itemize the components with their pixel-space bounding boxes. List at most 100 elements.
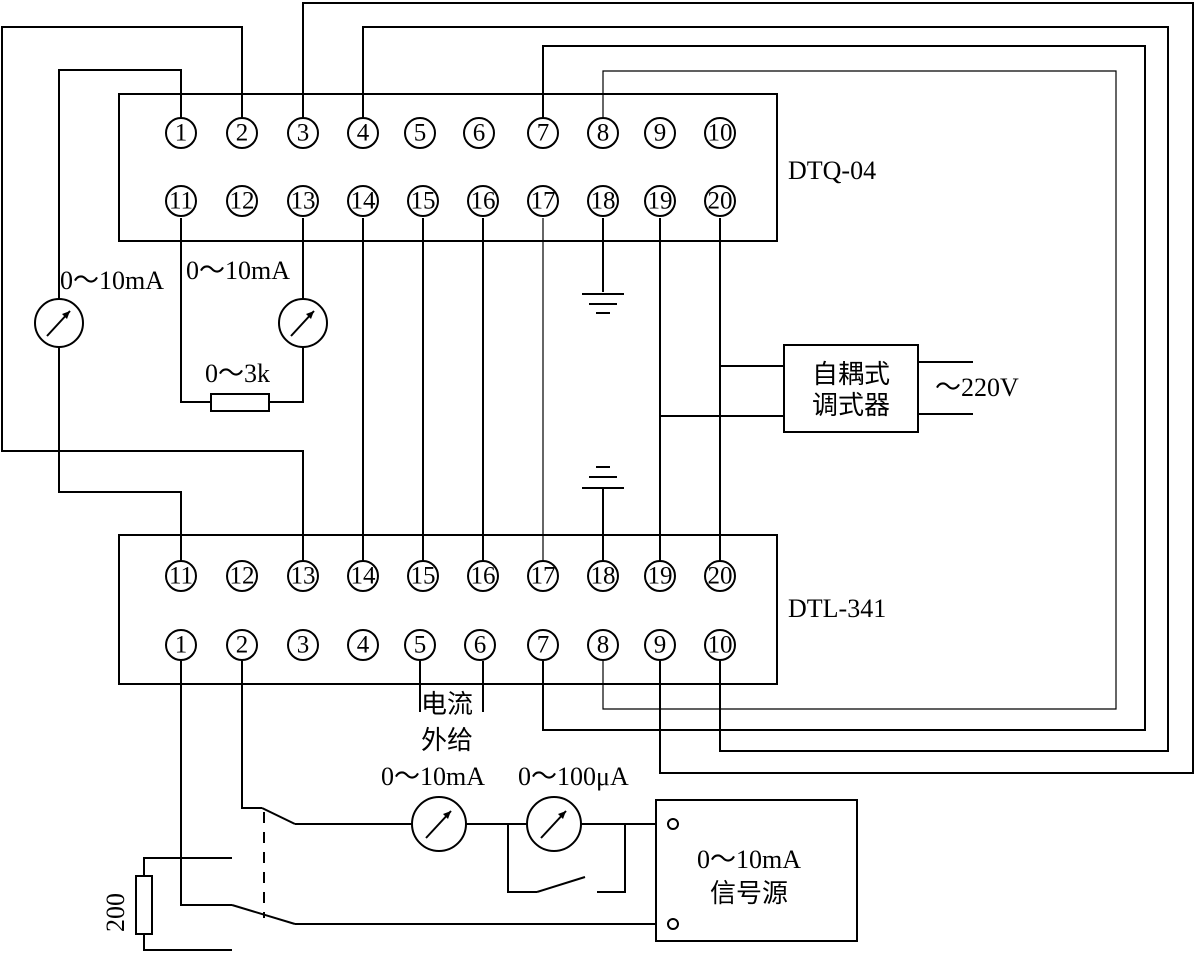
terminal-upper-16: 16 — [467, 185, 499, 217]
ground-icon-lower — [582, 466, 624, 489]
svg-text:8: 8 — [597, 632, 610, 659]
signal-source-box — [655, 799, 858, 942]
wire-bypass-right — [597, 824, 626, 893]
svg-text:19: 19 — [648, 563, 673, 590]
svg-text:10: 10 — [708, 120, 733, 147]
resistor-200-label: 200 — [101, 893, 130, 932]
wire-upper8-lower8 — [602, 70, 1117, 710]
svg-text:2: 2 — [236, 120, 249, 147]
svg-text:5: 5 — [414, 120, 427, 147]
terminal-upper-18: 18 — [587, 185, 619, 217]
terminal-upper-11: 11 — [165, 185, 197, 217]
terminal-lower-9: 9 — [644, 629, 676, 661]
wire-left-meter-lower11 — [58, 346, 182, 561]
ground-icon-upper — [582, 293, 624, 314]
relay-dtq04-name: DTQ-04 — [788, 156, 876, 185]
terminal-lower-20: 20 — [704, 560, 736, 592]
terminal-upper-20: 20 — [704, 185, 736, 217]
svg-text:4: 4 — [357, 120, 370, 147]
wire-upper3-lower9 — [302, 2, 1194, 774]
meter-mid-range: 0～10mA — [186, 256, 290, 285]
svg-text:11: 11 — [169, 188, 193, 215]
wire-resistor200-bottom — [143, 934, 232, 951]
relay-dtq04-box — [118, 93, 778, 242]
svg-text:15: 15 — [411, 563, 436, 590]
relay-dtl341-box — [118, 534, 778, 685]
terminal-upper-5: 5 — [404, 117, 436, 149]
svg-text:19: 19 — [648, 188, 673, 215]
svg-text:20: 20 — [708, 563, 733, 590]
ammeter-icon-left — [34, 298, 84, 348]
upper-terminals-row2: 11 12 13 14 15 16 17 18 19 20 — [165, 185, 736, 217]
terminal-upper-19: 19 — [644, 185, 676, 217]
wire-lower2-switch — [241, 661, 262, 809]
svg-text:3: 3 — [297, 632, 310, 659]
ammeter-icon-bottom-1 — [411, 796, 467, 852]
svg-text:17: 17 — [531, 563, 556, 590]
lower-terminals-row1: 11 12 13 14 15 16 17 18 19 20 — [165, 560, 736, 592]
terminal-upper-8: 8 — [587, 117, 619, 149]
relay-dtl341-name: DTL-341 — [788, 594, 886, 623]
terminal-lower-12: 12 — [226, 560, 258, 592]
svg-text:6: 6 — [473, 120, 486, 147]
svg-text:7: 7 — [537, 632, 550, 659]
current-external-line2: 外给 — [421, 726, 473, 756]
wire-resistor-mid-meter — [269, 346, 304, 403]
signal-source-terminal-top — [667, 818, 679, 830]
terminal-lower-13: 13 — [287, 560, 319, 592]
wire-resistor200-top — [143, 857, 232, 876]
terminal-lower-1: 1 — [165, 629, 197, 661]
terminal-upper-13: 13 — [287, 185, 319, 217]
wire-upper7-lower7 — [542, 45, 1146, 731]
terminal-upper-3: 3 — [287, 117, 319, 149]
svg-text:15: 15 — [411, 188, 436, 215]
svg-text:13: 13 — [291, 188, 316, 215]
svg-text:11: 11 — [169, 563, 193, 590]
resistor-variable — [210, 393, 270, 412]
meter-bottom-1-range: 0～10mA — [381, 762, 485, 791]
svg-text:6: 6 — [474, 632, 487, 659]
autotransformer-box — [783, 344, 919, 433]
terminal-lower-3: 3 — [287, 629, 319, 661]
signal-source-terminal-bottom — [667, 918, 679, 930]
terminal-lower-5: 5 — [404, 629, 436, 661]
svg-text:4: 4 — [357, 632, 370, 659]
wire-upper2-lower13 — [1, 26, 304, 561]
terminal-lower-11: 11 — [165, 560, 197, 592]
wire-bypass-left — [507, 824, 537, 893]
wire-upper11-resistor — [180, 218, 211, 403]
svg-text:5: 5 — [414, 632, 427, 659]
bypass-switch-blade — [536, 876, 586, 893]
svg-text:18: 18 — [591, 563, 616, 590]
svg-text:13: 13 — [291, 563, 316, 590]
wire-lower1-switch — [180, 661, 232, 906]
terminal-upper-1: 1 — [165, 117, 197, 149]
terminal-upper-7: 7 — [527, 117, 559, 149]
terminal-upper-6: 6 — [463, 117, 495, 149]
svg-text:12: 12 — [230, 563, 255, 590]
terminal-lower-18: 18 — [587, 560, 619, 592]
svg-text:10: 10 — [708, 632, 733, 659]
resistor-200 — [135, 875, 153, 935]
terminal-upper-17: 17 — [527, 185, 559, 217]
upper-terminals-row1: 1 2 3 4 5 6 7 8 9 10 — [165, 117, 736, 149]
signal-source-name: 信号源 — [710, 879, 788, 909]
terminal-upper-14: 14 — [347, 185, 379, 217]
terminal-lower-16: 16 — [467, 560, 499, 592]
terminal-upper-10: 10 — [704, 117, 736, 149]
wire-upper4-lower10 — [362, 26, 1169, 752]
terminal-lower-17: 17 — [527, 560, 559, 592]
microammeter-icon-bottom-2 — [526, 796, 582, 852]
svg-text:20: 20 — [708, 188, 733, 215]
terminal-upper-12: 12 — [226, 185, 258, 217]
terminal-lower-15: 15 — [407, 560, 439, 592]
terminal-lower-2: 2 — [226, 629, 258, 661]
svg-text:1: 1 — [175, 120, 188, 147]
svg-text:8: 8 — [597, 120, 610, 147]
svg-text:14: 14 — [351, 188, 377, 215]
svg-text:1: 1 — [175, 632, 188, 659]
terminal-lower-14: 14 — [347, 560, 379, 592]
svg-text:18: 18 — [591, 188, 616, 215]
meter-bottom-2-range: 0～100μA — [518, 762, 629, 791]
